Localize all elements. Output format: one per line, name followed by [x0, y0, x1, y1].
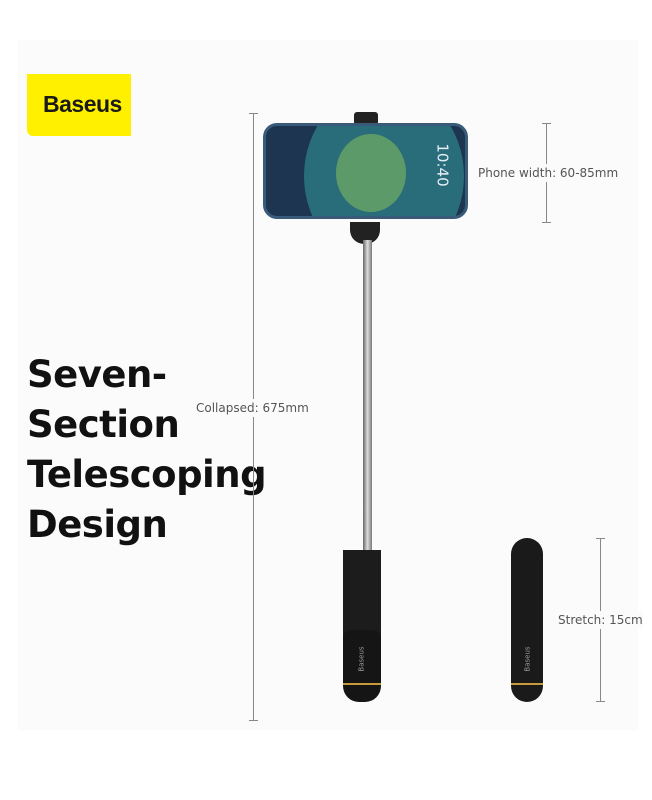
stick-handle [343, 550, 381, 642]
brand-logo: Baseus [27, 74, 131, 136]
product-marking: Baseus [523, 646, 532, 672]
stick-grip [343, 630, 381, 702]
dimension-cap [542, 123, 551, 124]
dimension-cap [596, 701, 605, 702]
phone-clamp [354, 112, 378, 125]
brand-logo-text: Baseus [43, 91, 122, 117]
dimension-cap [542, 222, 551, 223]
dimension-cap [596, 538, 605, 539]
headline-line: Seven- [27, 353, 167, 396]
dimension-cap [249, 113, 258, 114]
collapsed-length-label: Collapsed: 675mm [196, 399, 309, 417]
phone-mount-joint [350, 222, 380, 244]
phone-width-label: Phone width: 60-85mm [478, 164, 619, 182]
product-marking: Baseus [357, 646, 366, 672]
headline-line: Telescoping [27, 453, 267, 496]
stretch-length-label: Stretch: 15cm [558, 611, 643, 629]
headline-line: Section [27, 403, 180, 446]
headline: Seven- Section Telescoping Design [27, 350, 267, 550]
headline-line: Design [27, 503, 168, 546]
collapsed-stick [511, 538, 543, 702]
phone: 10:40 [263, 123, 468, 219]
dimension-cap [249, 720, 258, 721]
telescopic-pole [363, 240, 372, 555]
phone-clock: 10:40 [433, 143, 452, 187]
gold-ring [511, 683, 543, 685]
gold-ring [343, 683, 381, 685]
